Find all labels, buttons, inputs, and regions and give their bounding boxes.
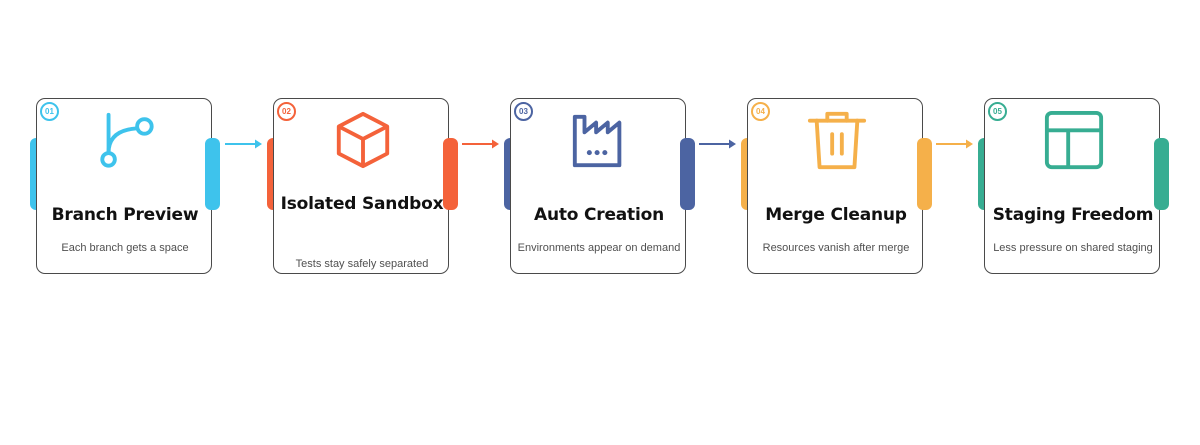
step-3-number-badge: 03 (514, 102, 533, 121)
step-2-description: Tests stay safely separated (295, 258, 429, 270)
step-4-right-tab (917, 138, 932, 210)
step-5-right-tab (1154, 138, 1169, 210)
step-2-number-badge: 02 (277, 102, 296, 121)
arrow-3-to-4 (699, 139, 736, 149)
step-4-description: Resources vanish after merge (762, 242, 910, 254)
step-1-description: Each branch gets a space (61, 242, 189, 254)
git-branch-icon (100, 112, 154, 168)
step-5-card: 05 Staging Freedom Less pressure on shar… (984, 98, 1160, 274)
step-3-title: Auto Creation (534, 205, 664, 225)
factory-icon (572, 114, 622, 168)
step-3-right-tab (680, 138, 695, 210)
arrow-1-to-2 (225, 139, 262, 149)
step-4-card: 04 Merge Cleanup Resources vanish after … (747, 98, 923, 274)
step-1-title: Branch Preview (51, 205, 199, 225)
step-1-number-badge: 01 (40, 102, 59, 121)
step-5-title: Staging Freedom (992, 205, 1154, 225)
arrow-4-to-5 (936, 139, 973, 149)
layout-icon (1044, 110, 1104, 170)
step-1-right-tab (205, 138, 220, 210)
step-4-title: Merge Cleanup (765, 205, 907, 225)
step-2-card: 02 Isolated Sandbox Tests stay safely se… (273, 98, 449, 274)
step-5-number-badge: 05 (988, 102, 1007, 121)
trash-icon (807, 111, 867, 170)
step-2-right-tab (443, 138, 458, 210)
step-3-description: Environments appear on demand (517, 242, 681, 254)
cube-icon (336, 111, 390, 169)
step-1-card: 01 Branch Preview Each branch gets a spa… (36, 98, 212, 274)
step-4-number-badge: 04 (751, 102, 770, 121)
step-2-title: Isolated Sandbox (280, 194, 444, 214)
arrow-2-to-3 (462, 139, 499, 149)
step-3-card: 03 Auto Creation Environments appear on … (510, 98, 686, 274)
step-5-description: Less pressure on shared staging (993, 242, 1153, 254)
